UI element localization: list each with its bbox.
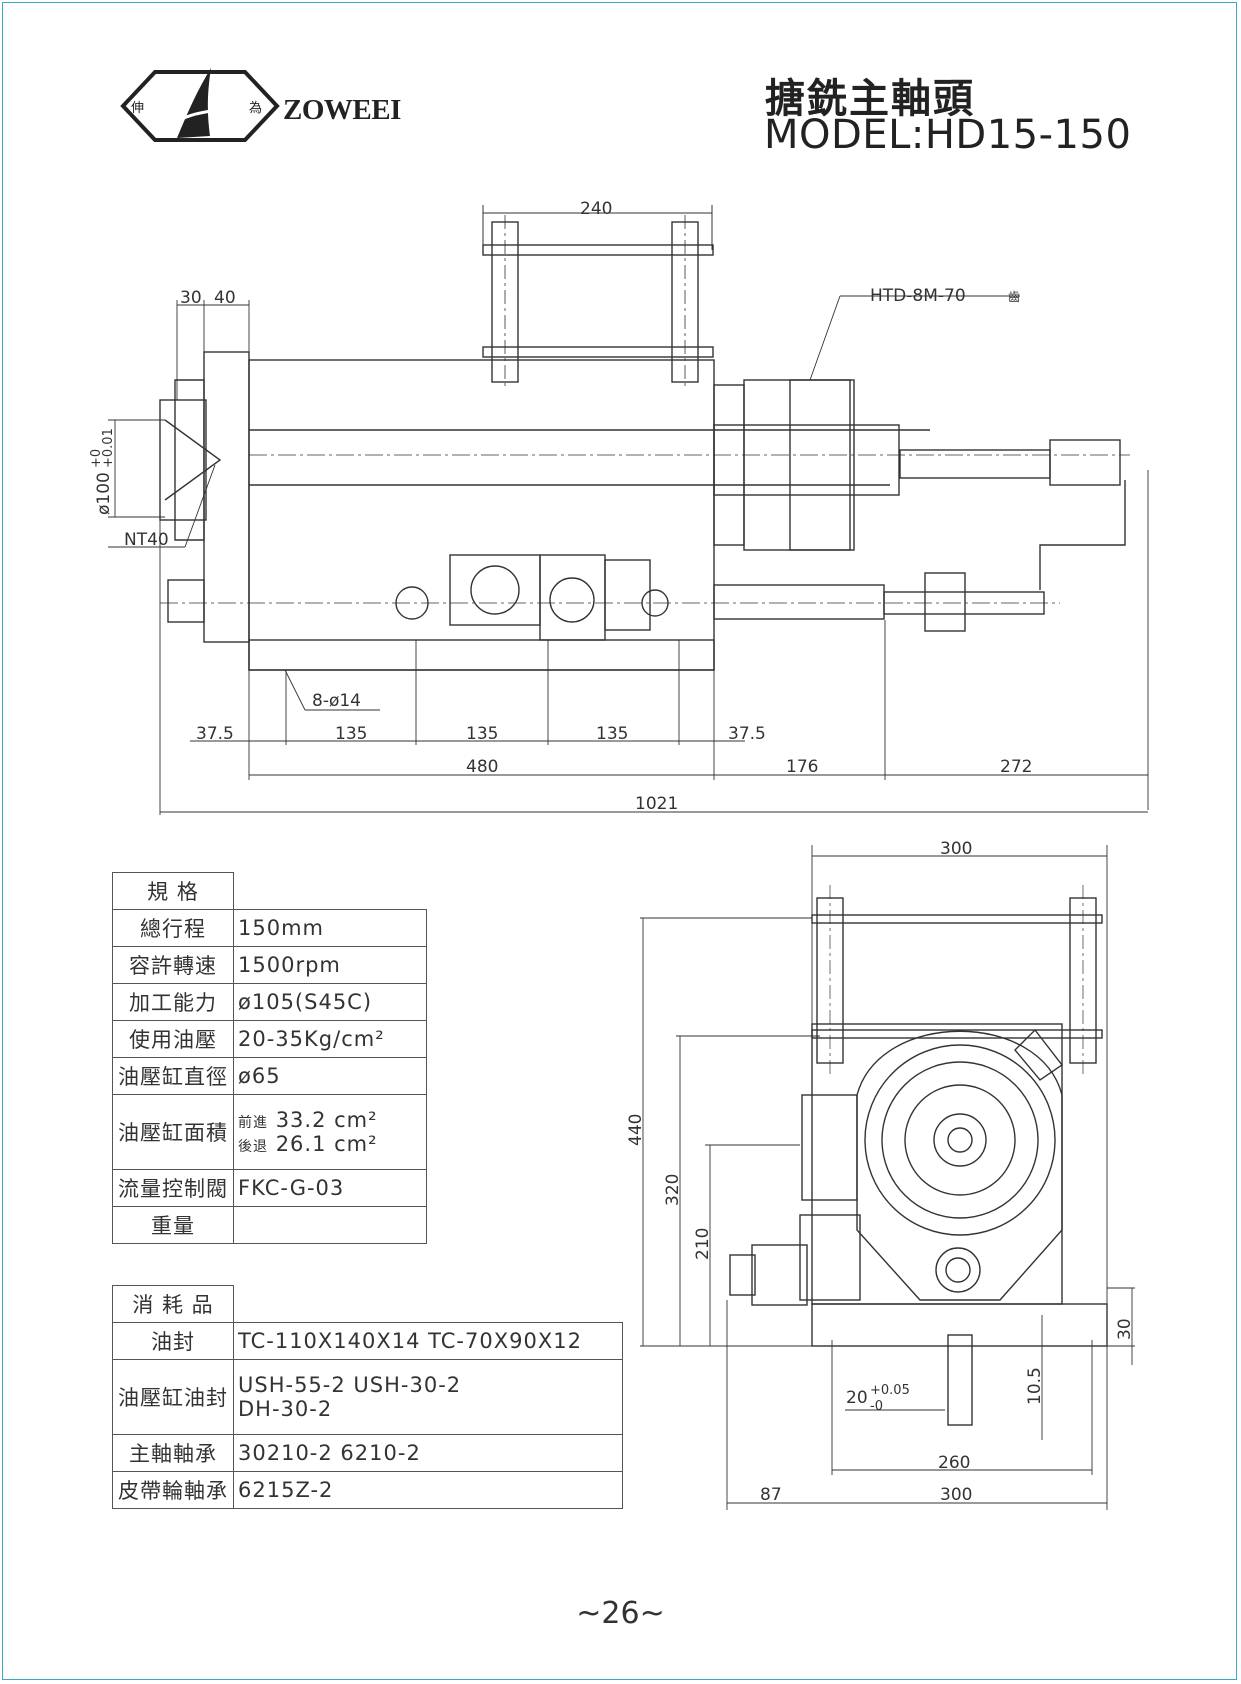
- front-view: [640, 845, 1135, 1510]
- spec-value: ø105(S45C): [233, 983, 427, 1021]
- bore-tol-lower: +0.01: [101, 428, 116, 468]
- brand-name: ZOWEEI: [283, 94, 401, 126]
- spec-key: 容許轉速: [112, 946, 234, 984]
- belt-tooth: 齒: [1008, 290, 1020, 304]
- page-title: 搪銑主軸頭: [765, 76, 975, 122]
- spec-key: 重量: [112, 1206, 234, 1244]
- spec-key: 總行程: [112, 909, 234, 947]
- spec-value-area: 前進 33.2 cm² 後退 26.1 cm²: [233, 1094, 427, 1170]
- belt-spec: HTD-8M-70: [870, 286, 966, 306]
- cons-value-line1: USH-55-2 USH-30-2: [238, 1373, 462, 1397]
- cons-value: TC-110X140X14 TC-70X90X12: [233, 1322, 623, 1360]
- spec-value: 20-35Kg/cm²: [233, 1020, 427, 1058]
- spec-value: 1500rpm: [233, 946, 427, 984]
- model-number: MODEL:HD15-150: [764, 112, 1132, 158]
- logo-char-right: 為: [249, 100, 262, 116]
- side-view: [108, 205, 1149, 815]
- spec-key: 加工能力: [112, 983, 234, 1021]
- cons-key: 油封: [112, 1322, 234, 1360]
- dim-260: 260: [938, 1453, 970, 1473]
- spec-key: 使用油壓: [112, 1020, 234, 1058]
- dim-10-5: 10.5: [1025, 1367, 1045, 1405]
- specs-header: 規 格: [112, 872, 234, 910]
- dim-40: 40: [214, 288, 236, 308]
- dim-440: 440: [626, 1114, 646, 1146]
- spec-value: [233, 1206, 427, 1244]
- spec-key: 油壓缸面積: [112, 1094, 234, 1170]
- slot-dim: 20: [846, 1388, 868, 1408]
- dim-30-right: 30: [1115, 1318, 1135, 1340]
- dim-width-top: 300: [940, 839, 972, 859]
- dim-seg-2: 135: [335, 724, 367, 744]
- cons-key: 皮帶輪軸承: [112, 1471, 234, 1509]
- zoweei-logo: 伸 為: [120, 68, 280, 142]
- cons-value: 6215Z-2: [233, 1471, 623, 1509]
- dim-320: 320: [663, 1174, 683, 1206]
- holes-label: 8-ø14: [312, 691, 361, 711]
- logo-char-left: 伸: [131, 101, 144, 116]
- area-back: 26.1 cm²: [275, 1132, 378, 1156]
- area-back-label: 後退: [238, 1139, 268, 1155]
- spec-value: FKC-G-03: [233, 1169, 427, 1207]
- dim-1021: 1021: [635, 794, 678, 814]
- area-fwd: 33.2 cm²: [275, 1108, 378, 1132]
- cons-key: 油壓缸油封: [112, 1359, 234, 1435]
- dim-176: 176: [786, 757, 818, 777]
- dim-210: 210: [693, 1228, 713, 1260]
- spec-key: 流量控制閥: [112, 1169, 234, 1207]
- dim-seg-4: 135: [596, 724, 628, 744]
- cons-value: 30210-2 6210-2: [233, 1434, 623, 1472]
- area-fwd-label: 前進: [238, 1115, 268, 1131]
- dim-272: 272: [1000, 757, 1032, 777]
- dim-240: 240: [580, 199, 612, 219]
- bore-tol-upper: +0: [89, 449, 104, 468]
- slot-tol-lower: -0: [870, 1399, 883, 1414]
- slot-tol-upper: +0.05: [870, 1383, 910, 1398]
- consumables-header: 消 耗 品: [112, 1285, 234, 1323]
- dim-87: 87: [760, 1485, 782, 1505]
- dim-480: 480: [466, 757, 498, 777]
- dim-30: 30: [180, 288, 202, 308]
- spec-value: 150mm: [233, 909, 427, 947]
- dim-seg-1: 37.5: [196, 724, 234, 744]
- dim-width-bottom: 300: [940, 1485, 972, 1505]
- bore-dim: ø100: [94, 472, 114, 515]
- dim-seg-5: 37.5: [728, 724, 766, 744]
- cons-key: 主軸軸承: [112, 1434, 234, 1472]
- page-number: ~26~: [576, 1596, 665, 1631]
- spec-value: ø65: [233, 1057, 427, 1095]
- dim-seg-3: 135: [466, 724, 498, 744]
- spec-key: 油壓缸直徑: [112, 1057, 234, 1095]
- taper-label: NT40: [124, 530, 169, 550]
- cons-value-line2: DH-30-2: [238, 1397, 333, 1421]
